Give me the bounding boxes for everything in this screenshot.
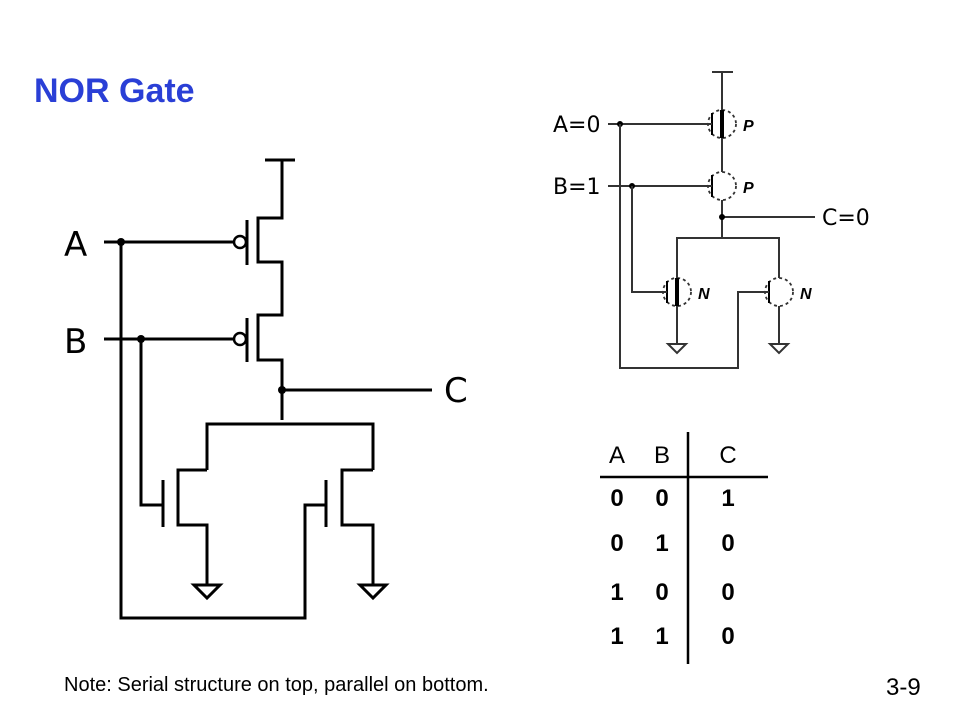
- ground-icon: [356, 583, 390, 601]
- output-c-label: C: [444, 371, 468, 411]
- left-cmos-circuit: A B C: [64, 158, 468, 620]
- truth-table-header: A: [609, 442, 625, 469]
- junction-c: [719, 214, 725, 220]
- truth-table-header: B: [654, 442, 670, 469]
- pmos-a-label: P: [743, 118, 754, 135]
- nmos-b-gate-wire: [631, 186, 667, 293]
- page-number: 3-9: [886, 674, 921, 701]
- pmos-b-bubble: [232, 331, 248, 347]
- truth-table-cell: 0: [721, 530, 734, 557]
- input-b-label: B=1: [553, 175, 601, 200]
- truth-table-cell: 0: [610, 530, 623, 557]
- nmos-parallel-top: [205, 422, 375, 470]
- input-a-label: A=0: [553, 113, 600, 138]
- truth-table-cell: 0: [610, 485, 623, 512]
- ground-icon: [665, 343, 689, 355]
- truth-table-cell: 1: [655, 530, 668, 557]
- truth-table-cell: 0: [721, 623, 734, 650]
- nmos-b-label: N: [698, 286, 710, 303]
- pmos-series-channel: [256, 160, 284, 420]
- input-b-label: B: [64, 322, 87, 362]
- footnote: Note: Serial structure on top, parallel …: [64, 674, 489, 696]
- nmos-a-gate-wire: [119, 242, 326, 620]
- truth-table-cell: 0: [655, 485, 668, 512]
- truth-table: A B C 0 0 1 0 1 0 1 0 0 1 1 0: [600, 432, 768, 664]
- truth-table-cell: 0: [655, 579, 668, 606]
- truth-table-cell: 1: [721, 485, 734, 512]
- ground-icon: [767, 343, 791, 355]
- truth-table-cell: 0: [721, 579, 734, 606]
- pmos-b-label: P: [743, 180, 754, 197]
- right-switch-circuit: P P N N A=0 B=1 C=0: [553, 71, 870, 369]
- nmos-b-gate-wire: [139, 339, 163, 507]
- truth-table-cell: 1: [655, 623, 668, 650]
- input-a-label: A: [64, 225, 87, 265]
- nmos-a-channel: [176, 468, 209, 585]
- truth-table-cell: 1: [610, 579, 623, 606]
- nmos-b-channel: [340, 468, 375, 585]
- nmos-parallel-top: [676, 237, 780, 278]
- slide-title: NOR Gate: [34, 72, 195, 110]
- output-c-label: C=0: [822, 206, 870, 231]
- truth-table-cell: 1: [610, 623, 623, 650]
- nmos-a-gate-wire: [619, 124, 769, 369]
- nmos-a-label: N: [800, 286, 812, 303]
- ground-icon: [190, 583, 224, 601]
- pmos-a-bubble: [232, 234, 248, 250]
- truth-table-header: C: [719, 442, 736, 469]
- junction-c: [278, 386, 286, 394]
